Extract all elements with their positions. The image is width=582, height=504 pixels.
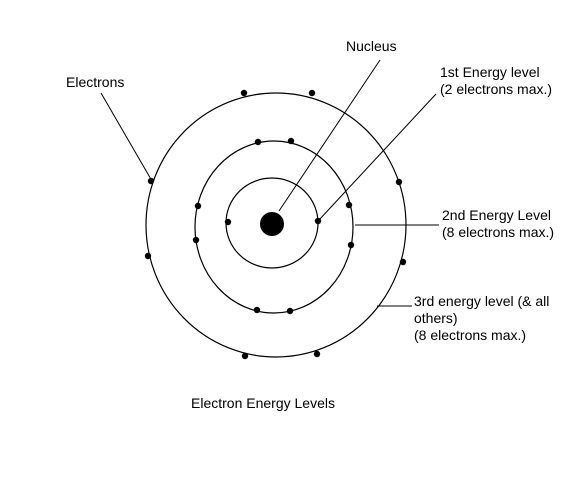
nucleus-dot (260, 212, 284, 236)
electron-level-2 (347, 241, 355, 249)
electron-level-3 (313, 350, 321, 358)
electron-level-1 (314, 217, 322, 225)
level-1-label-line-1: 1st Energy level (440, 64, 540, 80)
electron-level-3 (395, 178, 403, 186)
level-3-label-line-3: (8 electrons max.) (414, 327, 527, 343)
leader-line-electrons (100, 92, 153, 182)
level-3-label-line-1: 3rd energy level (& all (414, 293, 550, 309)
diagram-caption-text: Electron Energy Levels (191, 395, 335, 411)
electrons-label-text: Electrons (66, 74, 125, 90)
electron-level-3 (399, 258, 407, 266)
electron-level-2 (286, 307, 294, 315)
nucleus-label: Nucleus (346, 38, 397, 55)
orbit-level-2 (194, 140, 354, 314)
level-1-label-line-2: (2 electrons max.) (440, 81, 553, 97)
electron-level-2 (253, 306, 261, 314)
leader-line-nucleus (278, 59, 381, 212)
level-3-label: 3rd energy level (& all others) (8 elect… (414, 293, 549, 344)
level-2-label-line-2: (8 electrons max.) (442, 224, 555, 240)
electron-level-2 (254, 138, 262, 146)
electron-level-2 (287, 137, 295, 145)
electron-level-3 (241, 352, 249, 360)
diagram-caption: Electron Energy Levels (191, 395, 335, 412)
level-2-label: 2nd Energy Level (8 electrons max.) (442, 207, 554, 241)
level-1-label: 1st Energy level (2 electrons max.) (440, 64, 552, 98)
electron-level-3 (240, 89, 248, 97)
electron-level-3 (144, 252, 152, 260)
leader-line-level-1 (318, 93, 437, 221)
electron-level-2 (194, 202, 202, 210)
electron-level-3 (308, 89, 316, 97)
electron-level-1 (224, 218, 232, 226)
electron-level-3 (147, 177, 155, 185)
electrons-label: Electrons (66, 74, 124, 91)
level-3-label-line-2: others) (414, 310, 458, 326)
electron-level-2 (345, 201, 353, 209)
electron-level-2 (192, 236, 200, 244)
nucleus-label-text: Nucleus (346, 38, 397, 54)
level-2-label-line-1: 2nd Energy Level (442, 207, 551, 223)
